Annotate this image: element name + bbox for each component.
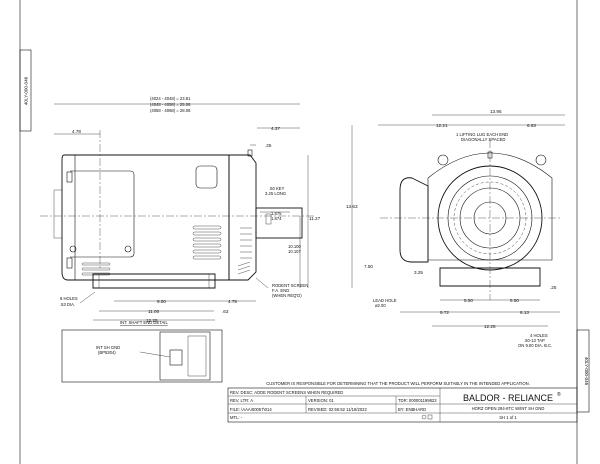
lead-hole-dia: ø2.00: [375, 303, 386, 308]
frame-length-4058: (4058 - 4068) = 28.08: [150, 108, 191, 113]
dim-12-25-end: 12.25: [484, 324, 496, 329]
bolt-note-2: .50-13 TAP: [524, 338, 545, 343]
frame-length-4048: (4048 - 4058) = 25.06: [150, 102, 191, 107]
file-path: FILE: \AAA\00057\014: [230, 407, 272, 412]
holes-note-count: 8 HOLES: [60, 296, 78, 301]
rodent-note-1: RODENT SCREEN: [272, 283, 308, 288]
end-bracket: [228, 154, 257, 281]
dim-6-63: 6.63: [527, 123, 536, 128]
right-drawing-number-box: [576, 329, 590, 413]
dim-13-95: 13.95: [490, 109, 502, 114]
rev-ltr: REV. LTR: A: [230, 398, 253, 403]
key-note-length: 3.25 LONG: [265, 191, 286, 196]
detail-title: INT. SHAFT END DETAIL: [120, 320, 168, 325]
rodent-note-2: F.A. END: [272, 288, 289, 293]
conduit-box: [399, 177, 429, 263]
dim-12-25: 12.25: [146, 318, 158, 323]
lifting-lug-left: [437, 154, 449, 166]
dim-13-63: 13.63: [346, 204, 358, 209]
bolt-note-3: ON 9.00 DIA. B.C.: [518, 343, 552, 348]
end-frame: [427, 152, 553, 261]
dim-4-78: 4.78: [72, 129, 81, 134]
dim-3-25: 3.25: [414, 270, 423, 275]
shaft-end-detail: INT. SHAFT END DETAIL INT SH GND (BP5304…: [61, 320, 223, 383]
dim-9-72: 9.72: [440, 310, 449, 315]
brand-registered-mark: ®: [557, 391, 561, 398]
dim-0-63: .63: [222, 309, 229, 314]
version: VERSION: 01: [308, 398, 335, 403]
tdr-number: TDR: 000001199823: [398, 398, 437, 403]
rev-desc: REV. DESC: ADDE RODENT SCREENS WHEN REQU…: [230, 390, 343, 395]
right-drawing-number: 40LY-000-046: [584, 357, 589, 386]
shaft-diameter-max: 1.875: [271, 211, 282, 216]
dim-9-50: 9.50: [157, 299, 166, 304]
base-foot: [92, 273, 216, 289]
end-feet: [439, 267, 541, 287]
dim-0-25: .25: [265, 143, 272, 148]
dim-4-75: 4.75: [228, 299, 237, 304]
drawn-by: BY: ENBHARD: [398, 407, 426, 412]
shaft: [255, 207, 303, 239]
projection-symbol: [427, 414, 433, 420]
brand-logo: BALDOR - RELIANCE: [463, 393, 553, 403]
vent-slots-right: [192, 225, 222, 260]
shaft-height-max: 10.100: [288, 244, 301, 249]
left-drawing-number: 40LY-000-046: [24, 76, 29, 105]
vent-slots-lower: [81, 262, 111, 276]
lug-note-2: DIAGONALLY SPACED: [461, 137, 505, 142]
bolt-note-1: 4 HOLES: [530, 333, 548, 338]
detail-label-1: INT SH GND: [96, 345, 120, 350]
nameplate: [195, 165, 218, 189]
rodent-note-3: (WHEN REQ'D): [272, 293, 302, 298]
motor-description: HORZ OPEN 284-6TC W/INT SH GND: [472, 406, 545, 411]
left-drawing-number-box: [19, 49, 32, 132]
dim-12-21: 12.21: [436, 123, 448, 128]
disclaimer: CUSTOMER IS RESPONSIBLE FOR DETERMINING …: [266, 381, 530, 386]
holes-note-dia: .53 DIA.: [60, 302, 75, 307]
dim-0-25-end: .25: [550, 285, 557, 290]
revised-date: REVISED: 02:55:52 11/18/2022: [308, 407, 367, 412]
dim-5-50-right: 5.50: [510, 298, 519, 303]
key-note-size: .50 KEY: [269, 186, 285, 191]
end-view: 13.95 12.21 6.63 1 LIFTING LUG EACH END …: [346, 109, 565, 348]
dim-7-50: 7.50: [364, 264, 373, 269]
lead-hole-note: LEAD HOLE: [373, 298, 397, 303]
dim-11-00: 11.00: [148, 309, 160, 314]
ground-brush: [169, 349, 183, 366]
title-block: CUSTOMER IS RESPONSIBLE FOR DETERMINING …: [227, 381, 578, 423]
sheet-number: SH 1 of 1: [499, 415, 517, 420]
dim-5-50-left: 5.50: [464, 298, 473, 303]
frame-length-4024: (4024 - 4048) = 23.81: [150, 96, 191, 101]
material: MTL: -: [230, 415, 243, 420]
detail-label-2: (BP5304): [98, 350, 116, 355]
dim-11-27: 11.27: [309, 216, 321, 221]
dim-6-13: 6.13: [520, 310, 529, 315]
lifting-lug-right: [535, 154, 547, 166]
shaft-diameter-min: 1.874: [271, 216, 282, 221]
conduit-cover: [70, 170, 135, 258]
shaft-height-min: 10.107: [288, 249, 301, 254]
side-view: (4024 - 4048) = 23.81 (4048 - 4058) = 25…: [40, 96, 321, 323]
motor-body: [61, 154, 230, 281]
lug-note-1: 1 LIFTING LUG EACH END: [456, 132, 508, 137]
dim-4-37: 4.37: [271, 126, 280, 131]
